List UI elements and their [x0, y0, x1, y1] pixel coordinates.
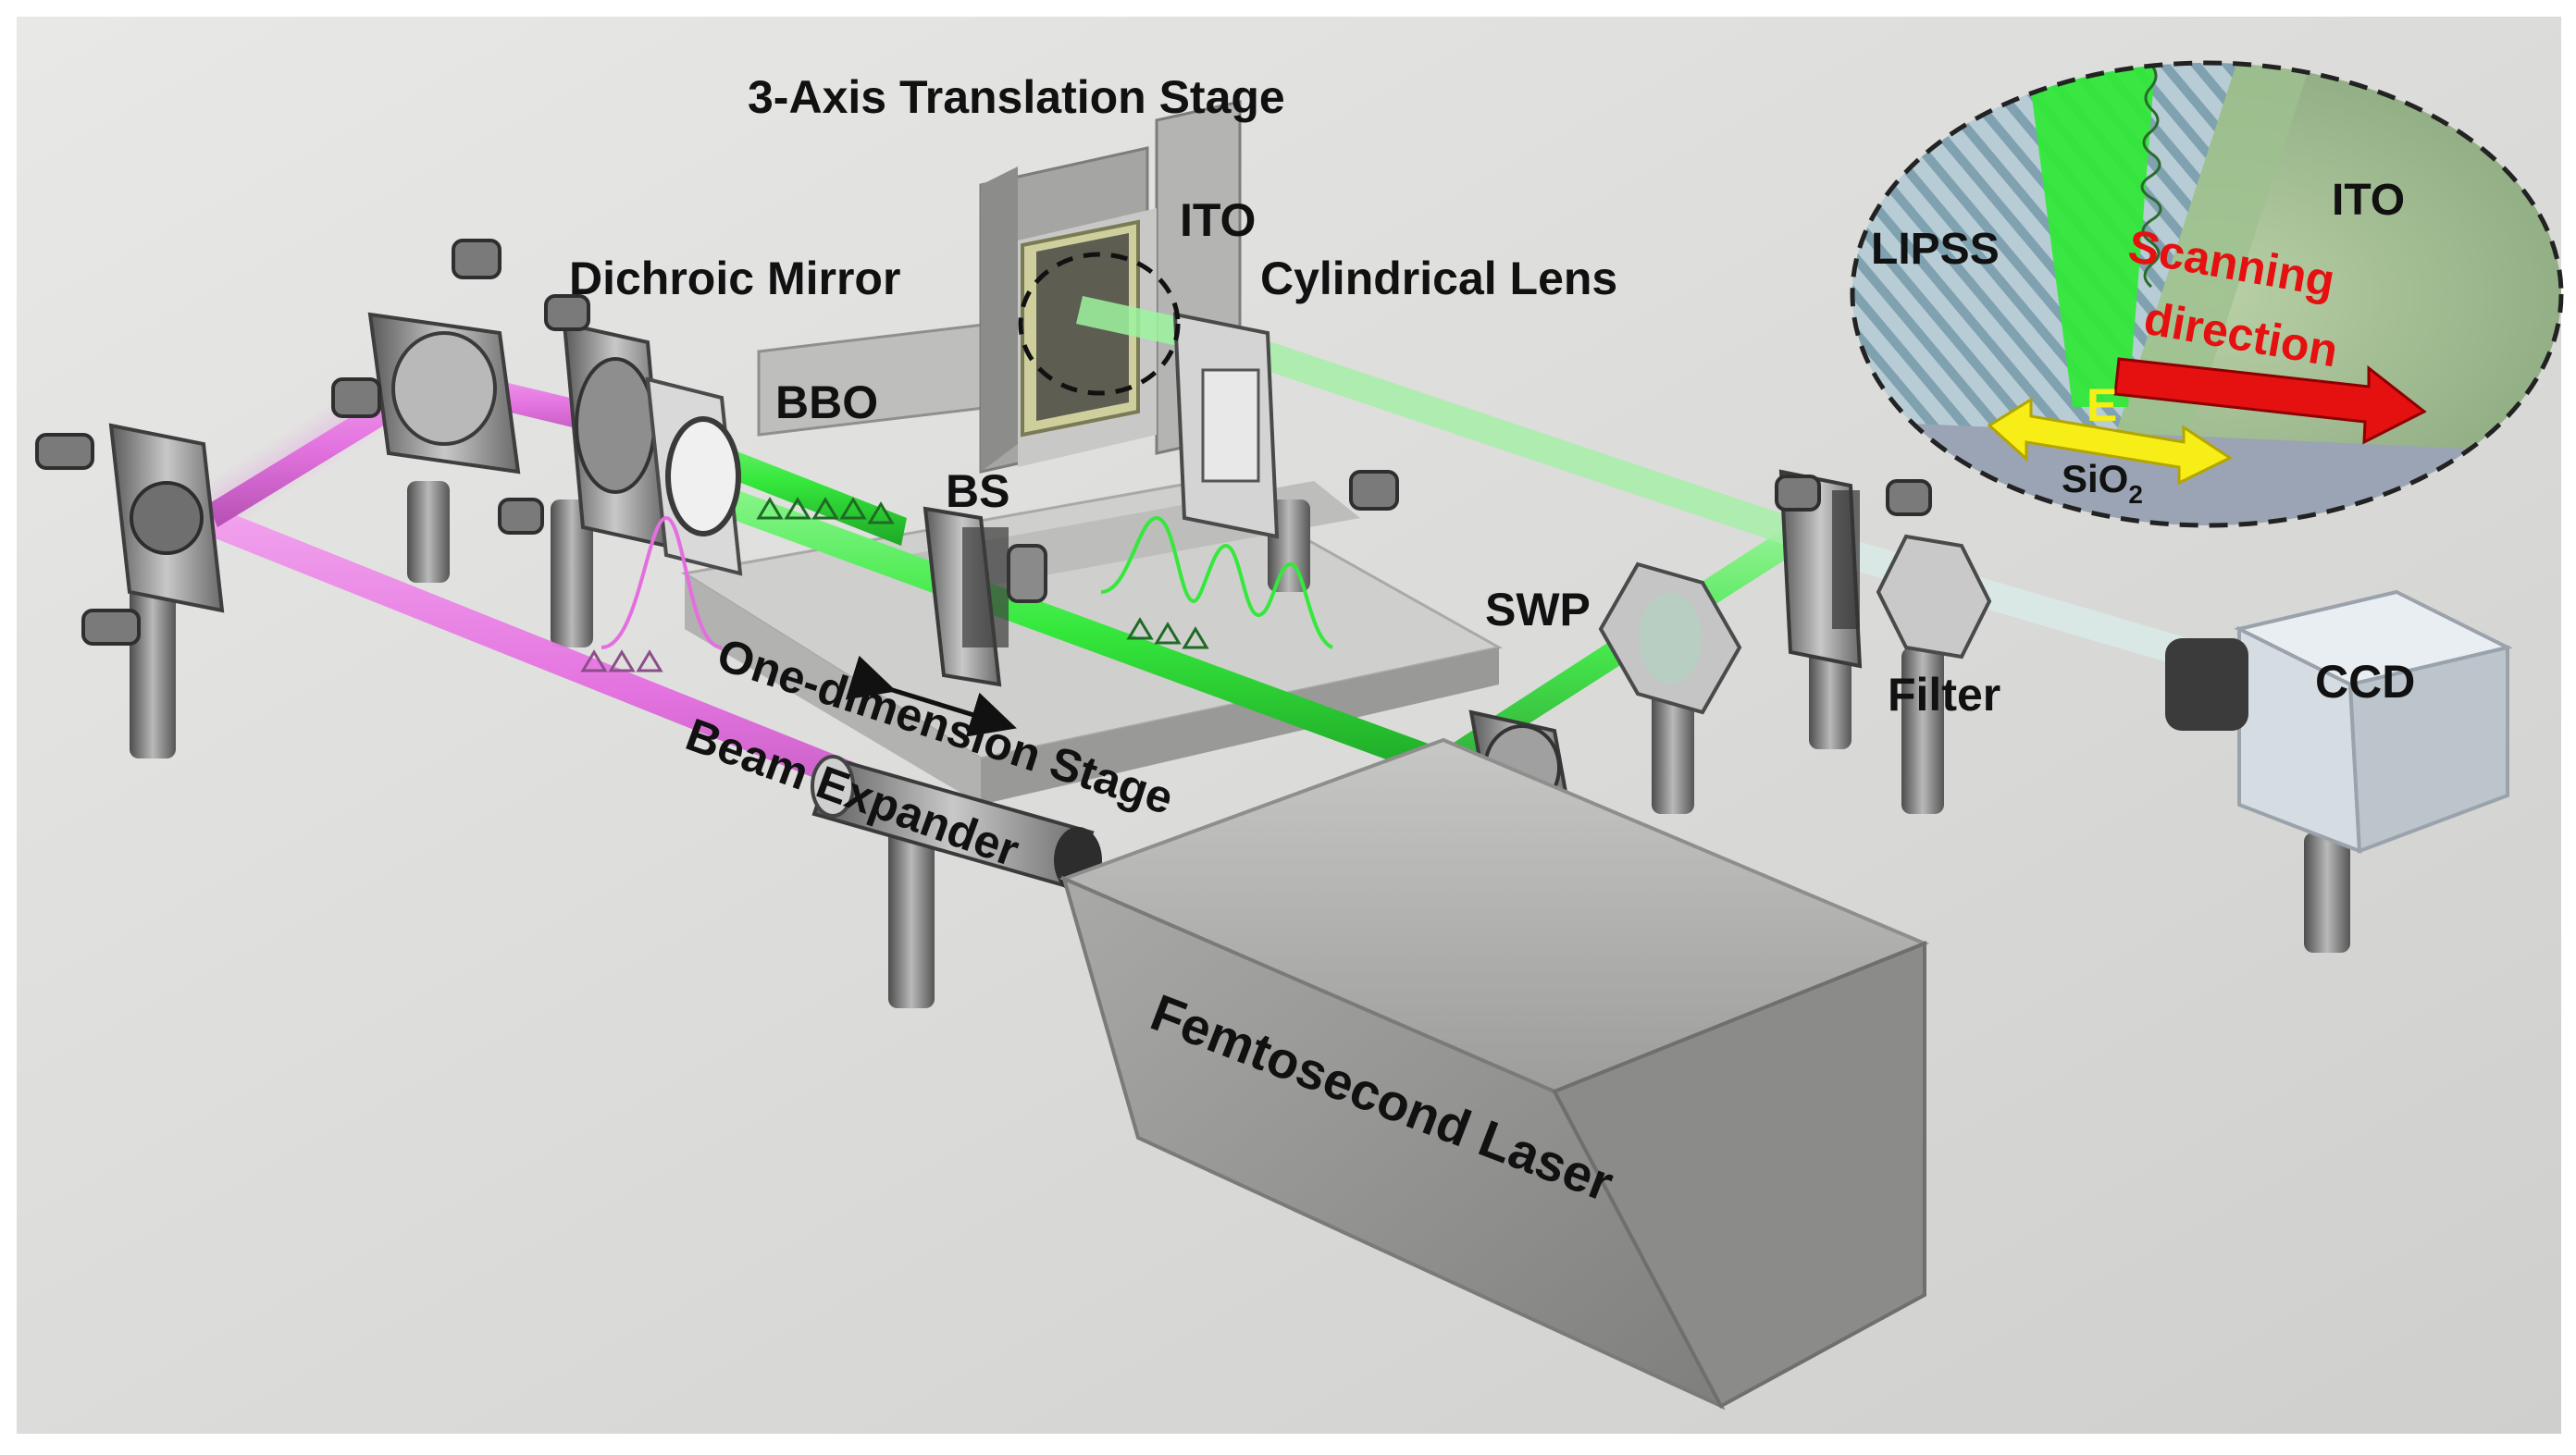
label-bs: BS [946, 465, 1009, 517]
mirror-mount-upper-left [331, 239, 521, 475]
beam-splitter-mount [923, 506, 1047, 687]
inset-label-e: E [2087, 379, 2117, 431]
cylindrical-lens-mount [1172, 312, 1399, 539]
label-dichroic-mirror: Dichroic Mirror [569, 253, 900, 304]
inset-label-lipss: LIPSS [1871, 225, 2000, 274]
optical-posts [130, 481, 2350, 1008]
filter-mount [1876, 534, 1992, 660]
short-wave-pass-filter [1598, 561, 1742, 715]
focus-dashed-circle [1018, 252, 1181, 396]
label-ito: ITO [1180, 194, 1256, 246]
inset-waveform [2140, 64, 2162, 289]
label-cylindrical-lens: Cylindrical Lens [1260, 253, 1617, 304]
mirror-mount-right [1775, 469, 1932, 669]
label-3-axis-stage: 3-Axis Translation Stage [748, 71, 1285, 123]
inset-laser-beam [2026, 63, 2156, 407]
label-bbo: BBO [775, 376, 878, 428]
scan-direction-arrow [2113, 357, 2427, 445]
femtosecond-laser-box [1059, 737, 1930, 1411]
inset-label-ito: ITO [2332, 176, 2405, 225]
label-ccd: CCD [2315, 656, 2415, 708]
label-swp: SWP [1485, 584, 1591, 635]
stage-motion-arrow [845, 655, 1017, 737]
field-arrow [1987, 397, 2234, 486]
inset-label-sio2: SiO2 [2062, 457, 2143, 509]
ccd-camera [2165, 589, 2513, 854]
pulse-waveforms [580, 497, 1334, 672]
three-axis-translation-stage [757, 100, 1242, 474]
dichroic-mirror-mount [498, 294, 669, 549]
bbo-crystal-mount [645, 376, 743, 576]
mirror-mount-left [35, 423, 225, 646]
label-filter: Filter [1888, 669, 2000, 721]
